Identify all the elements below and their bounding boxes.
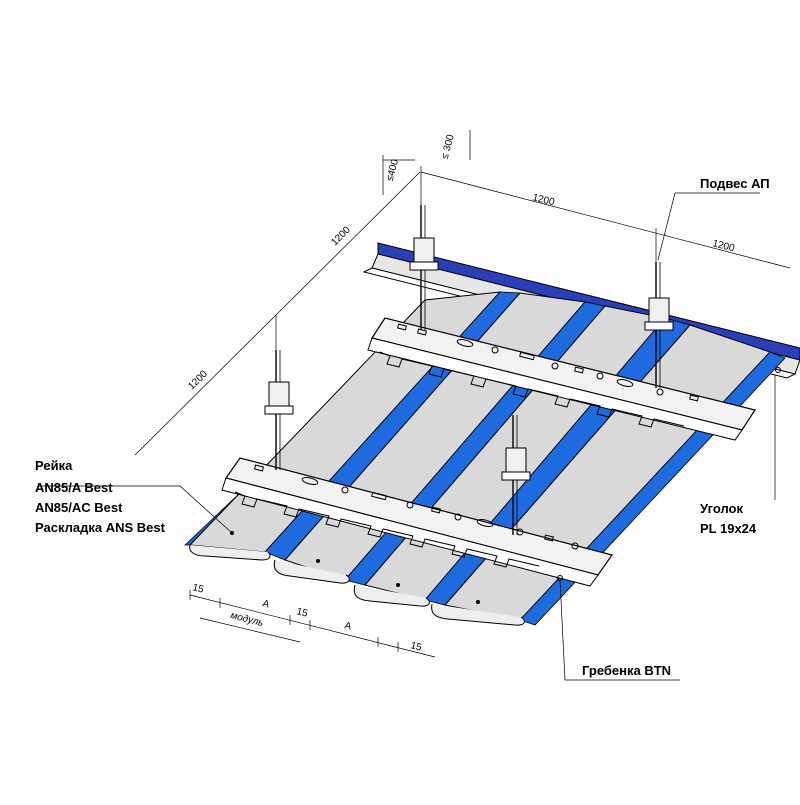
label-podves: Подвес АП — [700, 176, 770, 191]
dim-bot-15-c: 15 — [409, 640, 423, 653]
dim-bot-A-b: A — [343, 620, 352, 632]
label-ugolok-2: PL 19x24 — [700, 521, 757, 536]
dim-bot-A-a: A — [261, 598, 270, 610]
label-reika-4: Раскладка ANS Best — [35, 520, 166, 535]
label-grebenka: Гребенка BTN — [582, 663, 671, 678]
dim-le300: ≤ 300 — [440, 133, 457, 160]
dim-left-1200-b: 1200 — [186, 368, 210, 392]
carrier-front — [221, 457, 613, 587]
dim-left-1200-a: 1200 — [329, 224, 353, 248]
dim-bot-15-a: 15 — [191, 582, 205, 595]
label-ugolok-1: Уголок — [700, 501, 743, 516]
dim-top-1200-a: 1200 — [531, 192, 556, 208]
labels: Подвес АП Рейка AN85/A Best AN85/AC Best… — [35, 176, 770, 678]
label-reika-1: Рейка — [35, 458, 73, 473]
hangers — [264, 205, 674, 535]
carrier-back — [367, 317, 756, 441]
dim-top-1200-b: 1200 — [711, 238, 736, 254]
dimension-lines — [38, 130, 791, 681]
label-reika-3: AN85/AC Best — [35, 500, 123, 515]
label-reika-2: AN85/A Best — [35, 480, 113, 495]
panels — [183, 291, 786, 626]
dim-bot-15-b: 15 — [295, 606, 309, 619]
dim-le400: ≤400 — [385, 158, 401, 183]
